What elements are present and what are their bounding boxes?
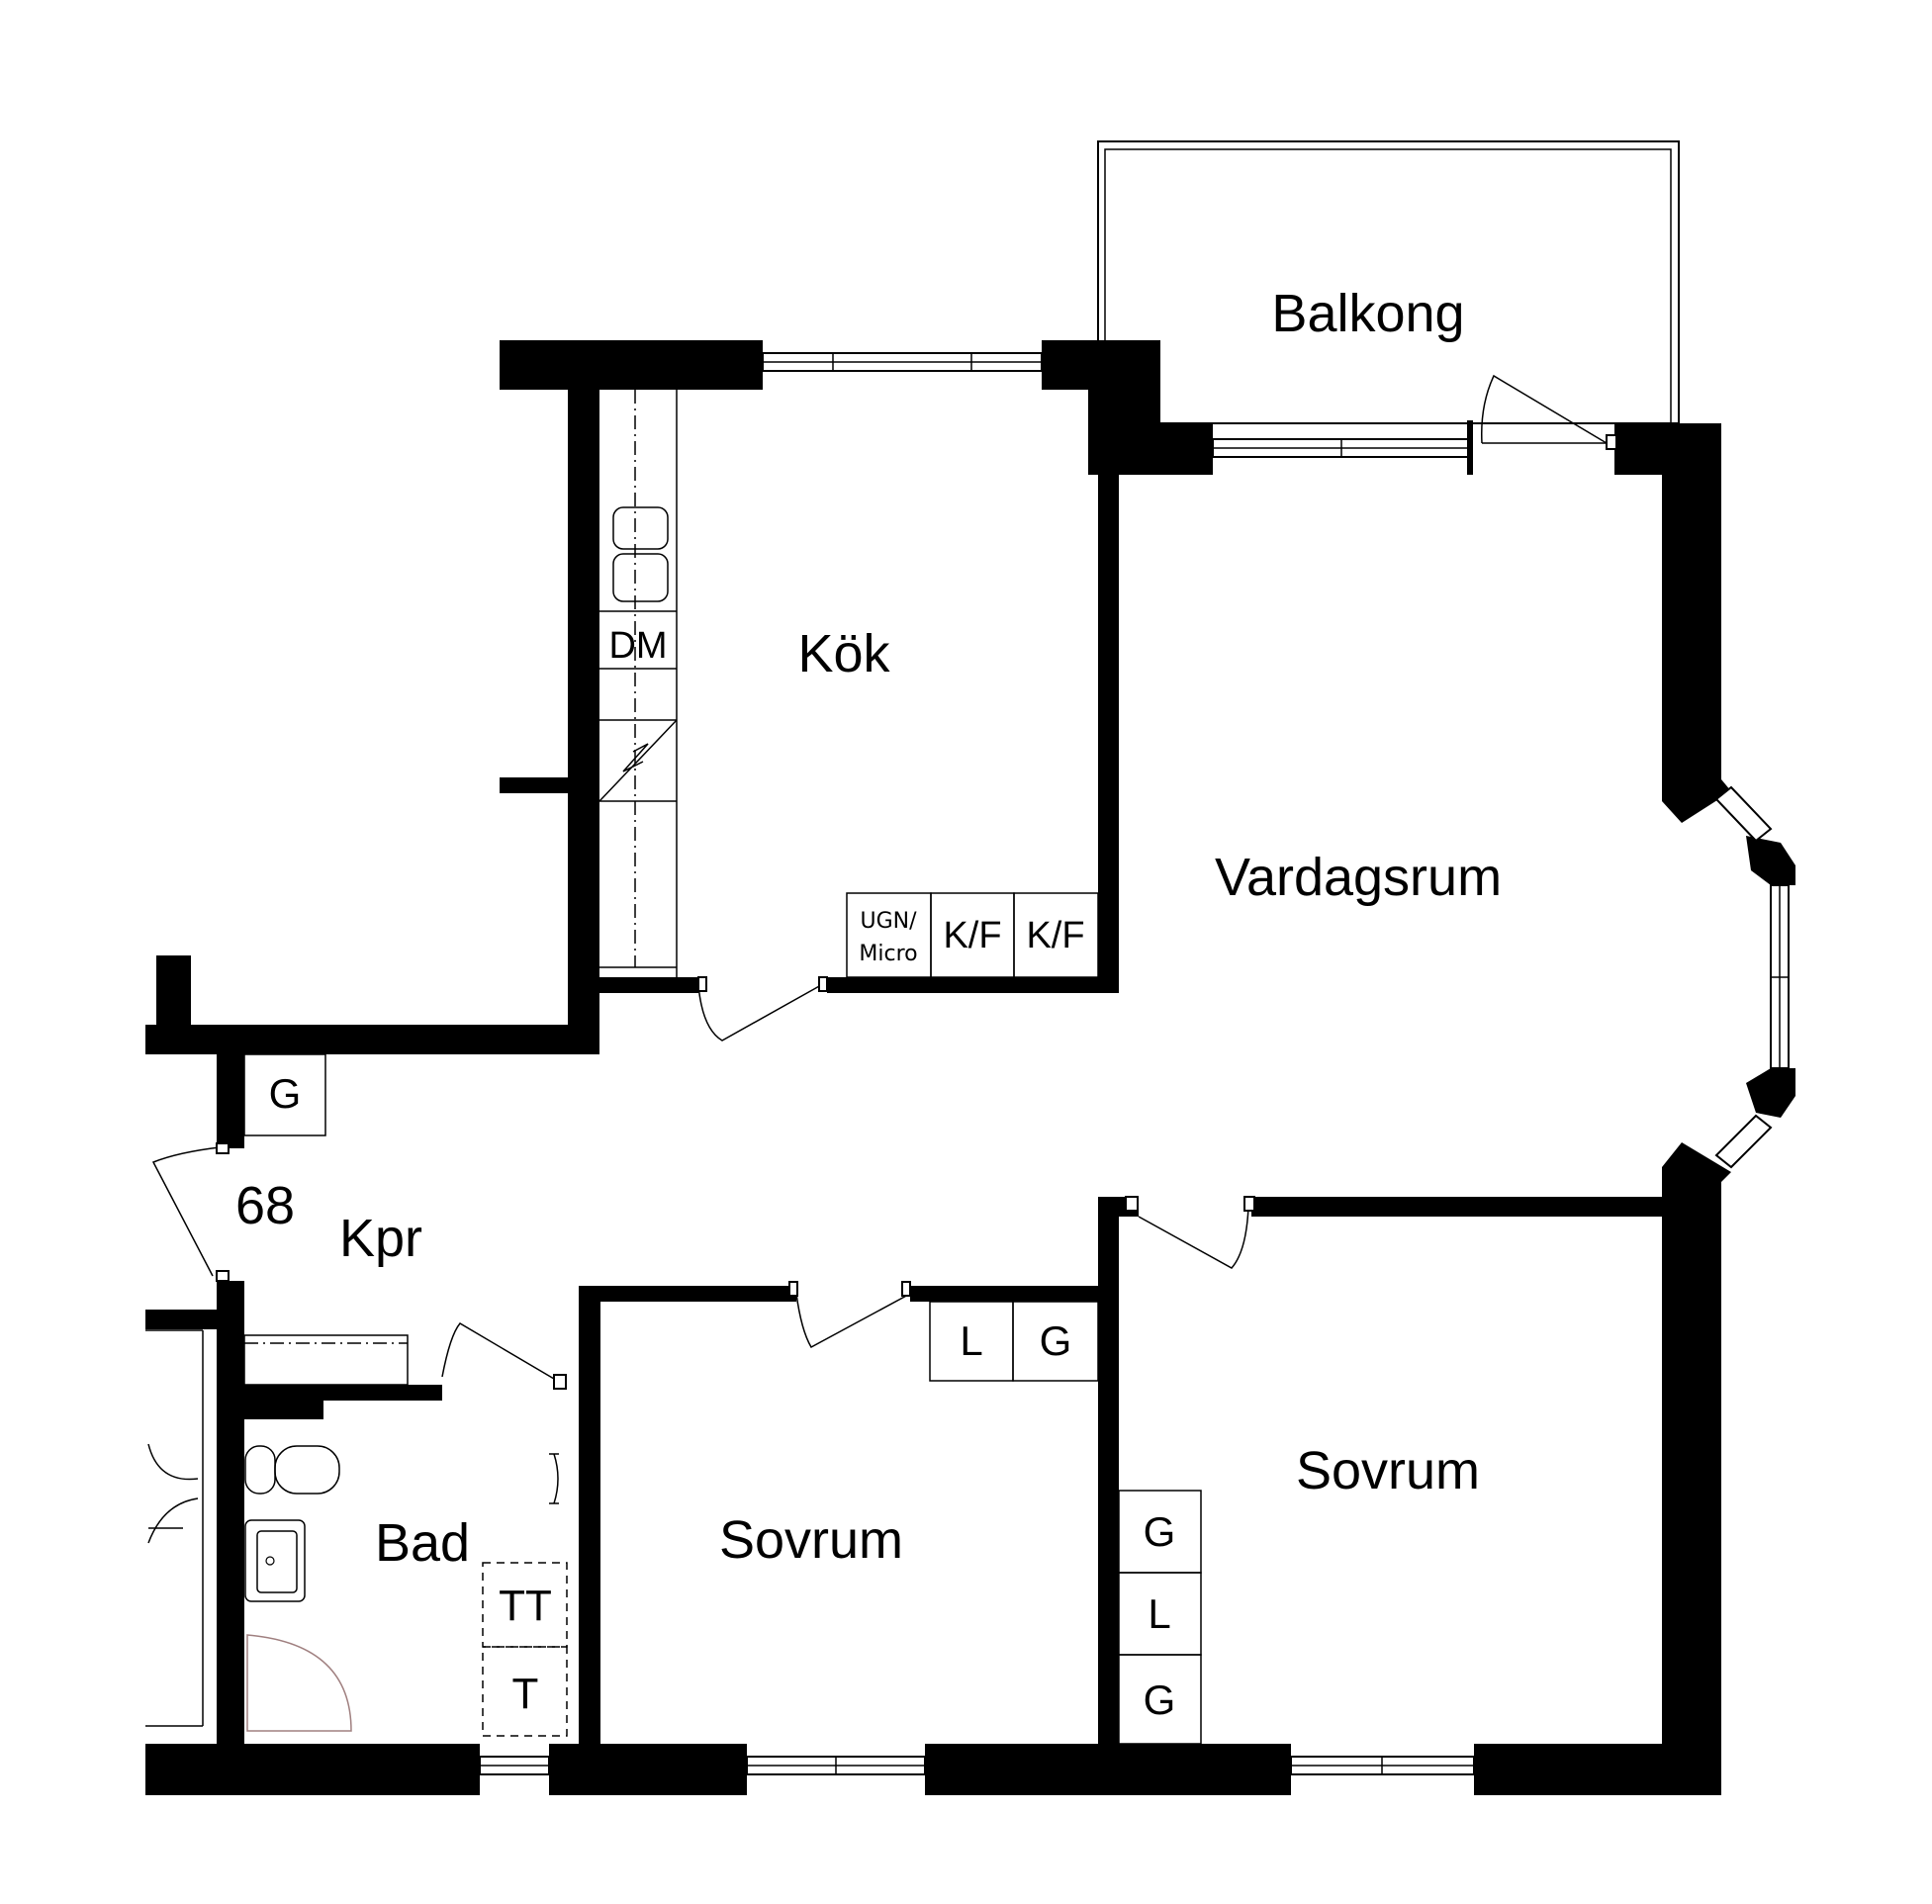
living-room-label: Vardagsrum: [1215, 848, 1502, 907]
bedroom-small-wardrobe-label: G: [1040, 1317, 1072, 1364]
oven-micro-label-line1: UGN/: [860, 909, 917, 934]
bathroom-label: Bad: [375, 1513, 470, 1573]
fridge-freezer-label-1: K/F: [943, 915, 1001, 956]
oven-micro-label-line2: Micro: [859, 942, 917, 966]
fridge-freezer-label-2: K/F: [1026, 915, 1084, 956]
bedroom-small-label: Sovrum: [719, 1510, 903, 1570]
tumble-dryer-label: TT: [499, 1582, 552, 1630]
windows: [479, 352, 1790, 1775]
washing-machine-label: T: [512, 1670, 539, 1718]
bedroom-large-linen-label: L: [1148, 1590, 1170, 1637]
apartment-number: 68: [235, 1176, 295, 1235]
hall-fixtures: [243, 1053, 409, 1386]
hall-wardrobe-label: G: [269, 1070, 302, 1117]
doors: [151, 374, 1617, 1390]
hallway-label: Kpr: [339, 1209, 422, 1268]
walls: [145, 340, 1795, 1795]
balcony: [1097, 140, 1680, 424]
bedroom-large-wardrobe-bottom-label: G: [1144, 1677, 1176, 1723]
bedroom-large-label: Sovrum: [1296, 1441, 1480, 1500]
balcony-label: Balkong: [1271, 284, 1464, 343]
bedroom-fixtures: [929, 1301, 1202, 1745]
dishwasher-label: DM: [608, 625, 667, 667]
bedroom-large-wardrobe-top-label: G: [1144, 1508, 1176, 1555]
neighbour-stair: [145, 1329, 204, 1727]
bedroom-small-linen-label: L: [960, 1317, 982, 1364]
kitchen-label: Kök: [797, 624, 890, 683]
bathroom-fixtures: [244, 1445, 568, 1737]
kitchen-counter: [598, 390, 1099, 978]
